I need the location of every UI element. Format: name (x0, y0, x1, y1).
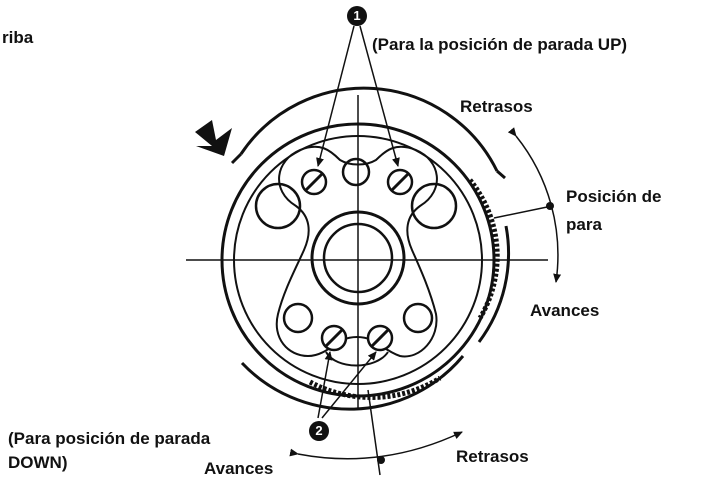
leader-2-left (317, 351, 333, 419)
outer-cover-arc-bottom (240, 355, 465, 411)
hole-right-lower (402, 302, 434, 334)
corner-label-fragment: riba (2, 28, 34, 47)
hole-right-upper (410, 182, 458, 230)
hole-left-upper (254, 182, 302, 230)
stop-position-dot (546, 202, 554, 210)
label-advances-right: Avances (530, 301, 600, 320)
screw-head-icon (386, 168, 414, 196)
leader-2-right (321, 351, 377, 419)
bottom-center-dot (377, 456, 385, 464)
leader-1-left (316, 25, 355, 167)
label-stop-position-line1: Posición de (566, 187, 662, 206)
timing-mark-bottom (308, 375, 442, 400)
outer-cover-arc-right (477, 225, 511, 343)
screw-head-icon (366, 324, 394, 352)
label-delays-top: Retrasos (460, 97, 533, 116)
callout-badge-1: 1 (347, 6, 367, 26)
stop-position-leader (493, 205, 553, 219)
label-advances-bottom: Avances (204, 459, 274, 478)
leader-1-right (359, 25, 400, 167)
pointer-arrow-icon (195, 120, 232, 156)
hub-outer (310, 210, 406, 306)
label-down-position-line1: (Para posición de parada (8, 429, 211, 448)
label-stop-position-line2: para (566, 215, 602, 234)
hole-top-center (341, 157, 371, 187)
outer-cover-arc-top (239, 86, 499, 172)
hole-left-lower (282, 302, 314, 334)
label-up-position: (Para la posición de parada UP) (372, 35, 628, 54)
screw-head-icon (300, 168, 328, 196)
label-down-position-line2: DOWN) (8, 453, 68, 472)
label-delays-bottom: Retrasos (456, 447, 529, 466)
callout-badge-2: 2 (309, 421, 329, 441)
screw-head-icon (320, 324, 348, 352)
hub-inner (322, 222, 394, 294)
lower-slot (325, 351, 389, 367)
lobed-plate-outline (275, 145, 438, 358)
